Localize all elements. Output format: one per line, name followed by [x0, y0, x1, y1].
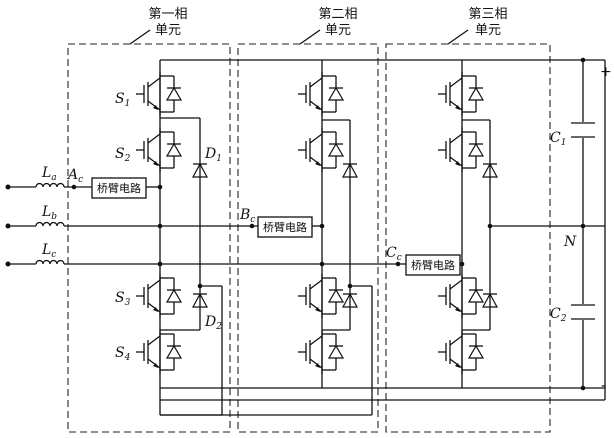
node-cc-label: Cc: [386, 245, 402, 263]
switch-a-1: [136, 72, 183, 116]
switch-a-2: [136, 128, 183, 172]
switch-s1-label: S1: [115, 91, 130, 109]
switch-s3-label: S3: [115, 290, 131, 308]
switch-b-2: [298, 128, 345, 172]
diode-layer: [191, 162, 499, 308]
switch-c-2: [438, 128, 485, 172]
switch-c-1: [438, 72, 485, 116]
switch-b-4: [298, 330, 345, 374]
switch-c-3: [438, 274, 485, 318]
dc-minus-label: -: [601, 375, 606, 394]
switch-a-4: [136, 330, 183, 374]
bridge-box-b: [257, 216, 313, 238]
inductor-lc: [35, 259, 65, 265]
switch-b-1: [298, 72, 345, 116]
switch-b-3: [298, 274, 345, 318]
switch-layer: [136, 72, 485, 374]
dc-plus-label: +: [600, 64, 612, 80]
diode-d2-label: D2: [204, 314, 222, 332]
unit-3-title-1: 第三相: [468, 7, 507, 22]
unit-2-box: [237, 43, 379, 433]
switch-s4-label: S4: [115, 345, 131, 363]
unit-1-title-1: 第一相: [148, 7, 187, 22]
switch-a-3: [136, 274, 183, 318]
capacitor-c2-label: C2: [550, 306, 567, 324]
unit-1-box: [67, 43, 231, 433]
bridge-label-a: 桥臂电路: [97, 182, 141, 195]
unit-2-title-1: 第二相: [318, 7, 357, 22]
neutral-label: N: [563, 234, 577, 250]
bridge-label-b: 桥臂电路: [263, 221, 307, 234]
unit-1-title-2: 单元: [155, 23, 181, 38]
unit-2-title-2: 单元: [325, 23, 351, 38]
inductor-lc-label: Lc: [41, 242, 56, 260]
inductor-lb: [35, 221, 65, 227]
node-ac-label: Ac: [66, 167, 83, 185]
switch-c-4: [438, 330, 485, 374]
node-bc-label: Bc: [239, 207, 255, 225]
bridge-box-a: [91, 177, 147, 199]
unit-3-title-2: 单元: [475, 23, 501, 38]
switch-s2-label: S2: [115, 146, 131, 164]
unit-3-box: [385, 43, 551, 433]
diode-d1-label: D1: [204, 146, 222, 164]
junction-dots: [5, 57, 586, 391]
inductor-lb-label: Lb: [41, 204, 57, 222]
inductor-la-label: La: [41, 165, 57, 183]
capacitor-c1-label: C1: [550, 130, 566, 148]
inductor-la: [35, 182, 65, 188]
bridge-label-c: 桥臂电路: [411, 259, 455, 272]
